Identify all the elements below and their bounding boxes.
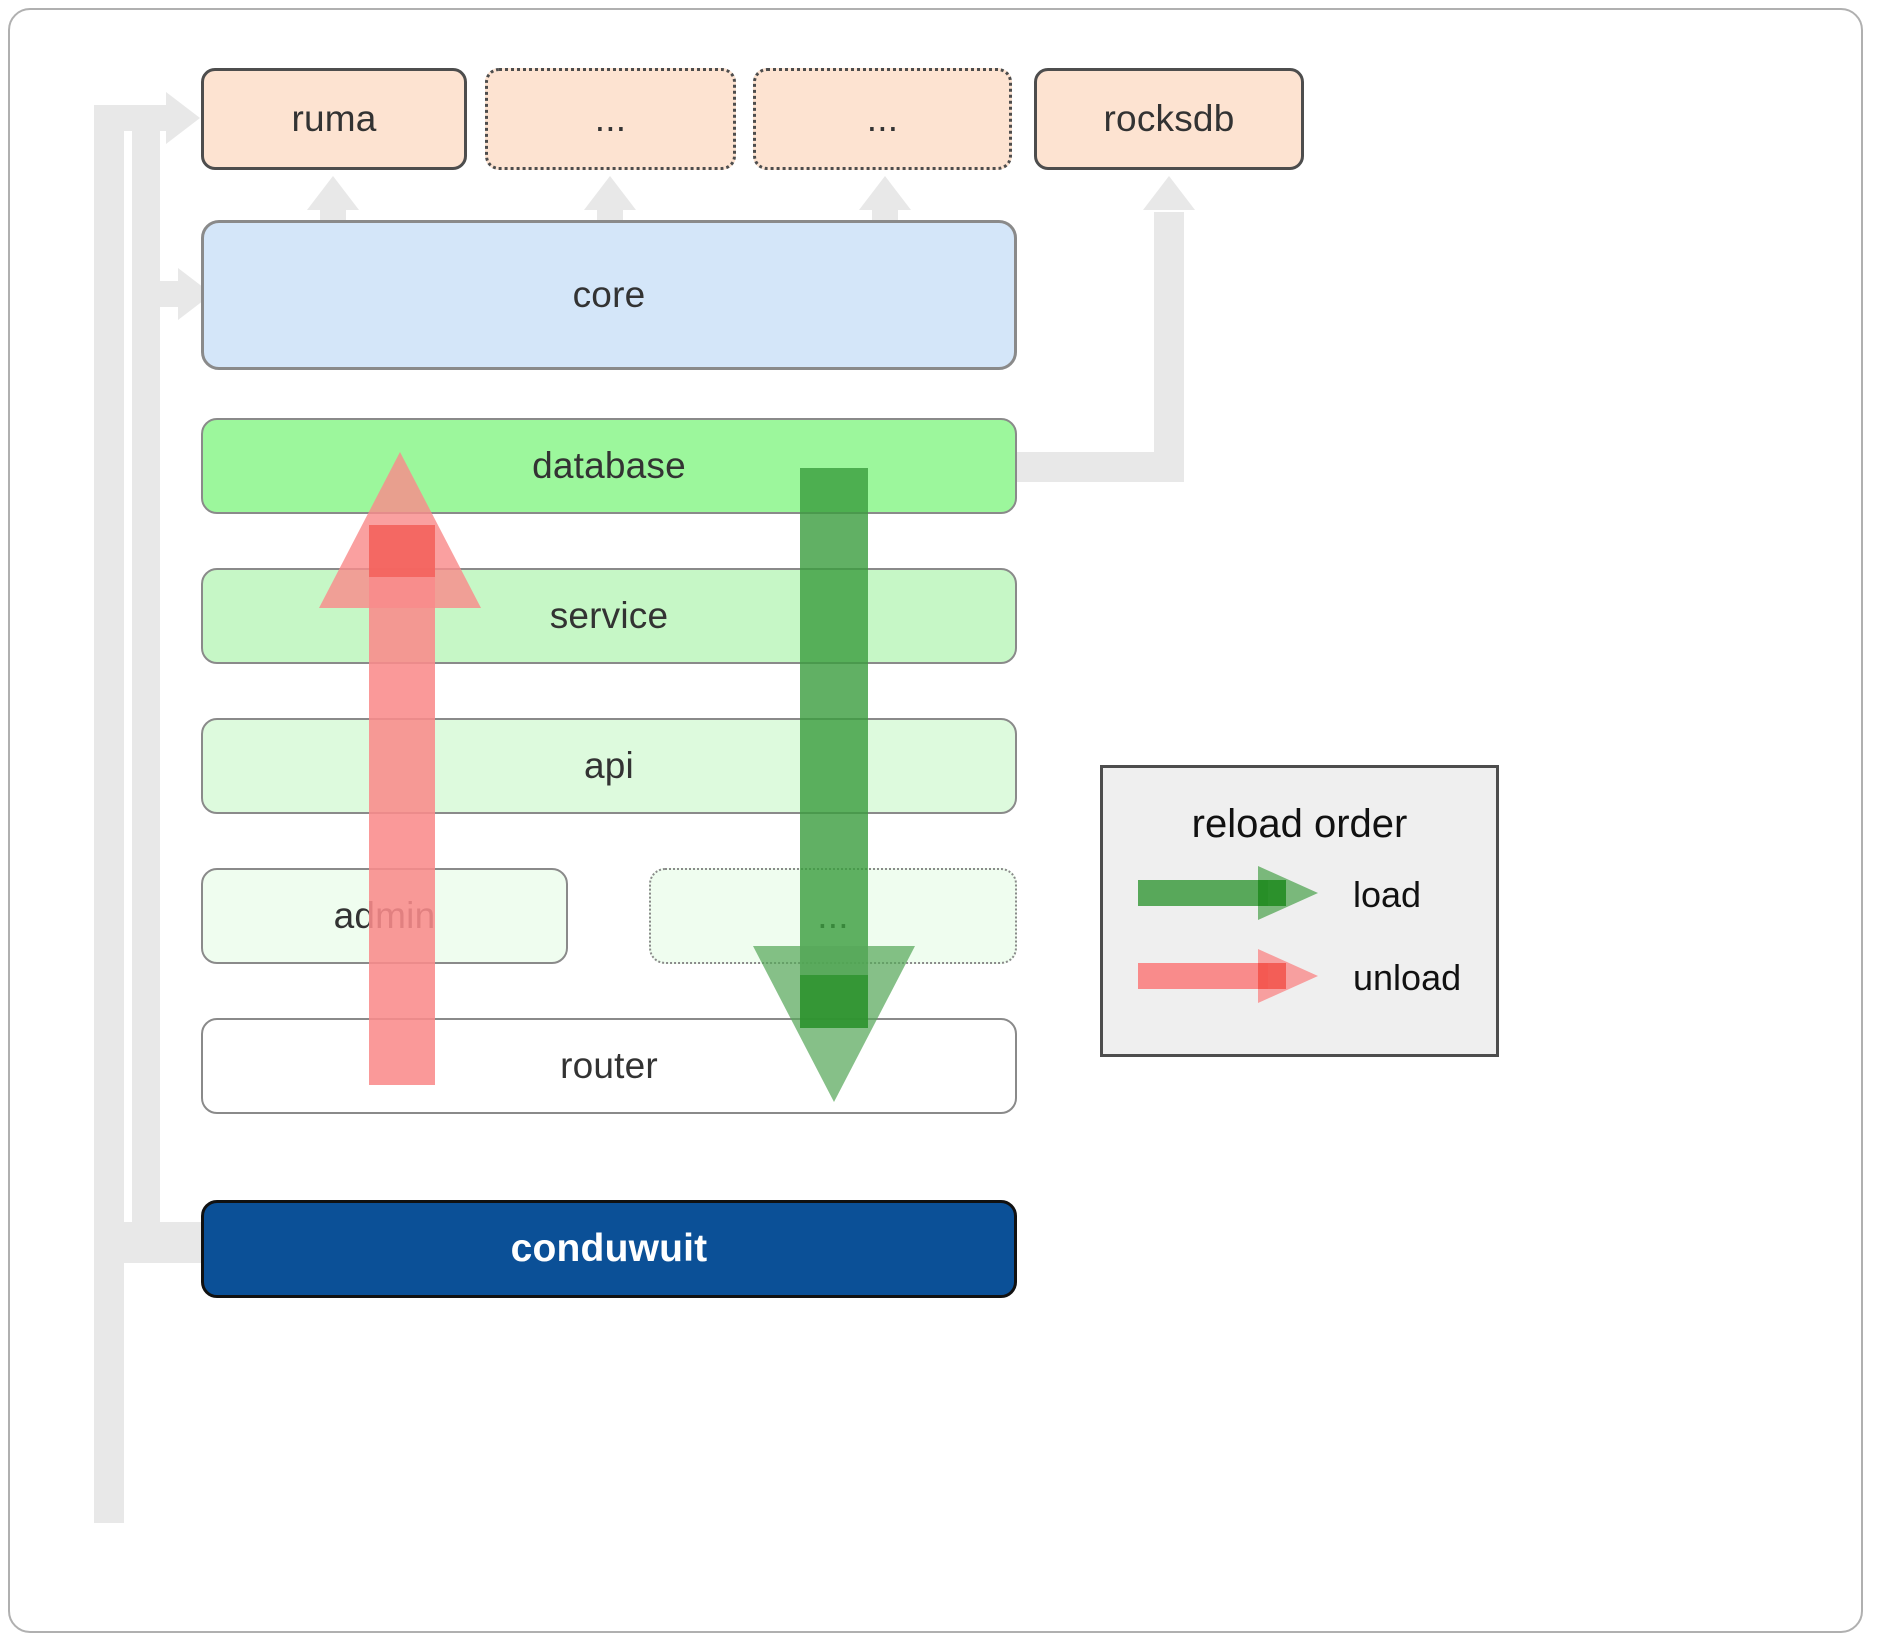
legend-unload-arrow-icon	[1138, 949, 1318, 1003]
node-database-label: database	[532, 445, 686, 486]
legend-load-arrow-icon	[1138, 866, 1318, 920]
node-core[interactable]: core	[201, 220, 1017, 370]
connector-rail-outer-vertical	[94, 105, 124, 1523]
connector-database-to-rocksdb-vertical	[1154, 212, 1184, 480]
node-api[interactable]: api	[201, 718, 1017, 814]
legend-title: reload order	[1191, 802, 1408, 846]
node-ruma[interactable]: ruma	[201, 68, 467, 170]
legend-load-label: load	[1353, 874, 1422, 915]
node-router-label: router	[560, 1045, 658, 1086]
node-api-label: api	[584, 745, 634, 786]
node-ruma-label: ruma	[291, 98, 377, 139]
connector-core-to-ruma-arrowhead	[307, 176, 359, 210]
legend-panel: reload order load unload	[1100, 765, 1499, 1057]
connector-core-to-dep2-arrowhead	[584, 176, 636, 210]
node-service-label: service	[549, 595, 669, 636]
node-dep3[interactable]: ...	[753, 68, 1012, 170]
connector-ruma-arrowhead	[166, 92, 200, 144]
node-extra-label: ...	[817, 895, 849, 936]
node-conduwuit-label: conduwuit	[510, 1227, 708, 1270]
connector-database-to-rocksdb-arrowhead	[1143, 176, 1195, 210]
node-service[interactable]: service	[201, 568, 1017, 664]
node-router[interactable]: router	[201, 1018, 1017, 1114]
node-database[interactable]: database	[201, 418, 1017, 514]
node-conduwuit[interactable]: conduwuit	[201, 1200, 1017, 1298]
connector-conduwuit-horizontal	[94, 1233, 212, 1263]
node-admin[interactable]: admin	[201, 868, 568, 964]
node-dep2-label: ...	[594, 98, 627, 139]
legend-unload-label: unload	[1353, 957, 1462, 998]
node-admin-label: admin	[333, 895, 436, 936]
legend-arrows	[1138, 866, 1318, 1003]
node-extra[interactable]: ...	[649, 868, 1017, 964]
node-core-label: core	[572, 274, 646, 315]
node-dep3-label: ...	[866, 98, 899, 139]
node-rocksdb-label: rocksdb	[1103, 98, 1235, 139]
node-dep2[interactable]: ...	[485, 68, 736, 170]
connector-core-horizontal	[132, 281, 184, 307]
node-rocksdb[interactable]: rocksdb	[1034, 68, 1304, 170]
connector-core-to-dep3-arrowhead	[859, 176, 911, 210]
